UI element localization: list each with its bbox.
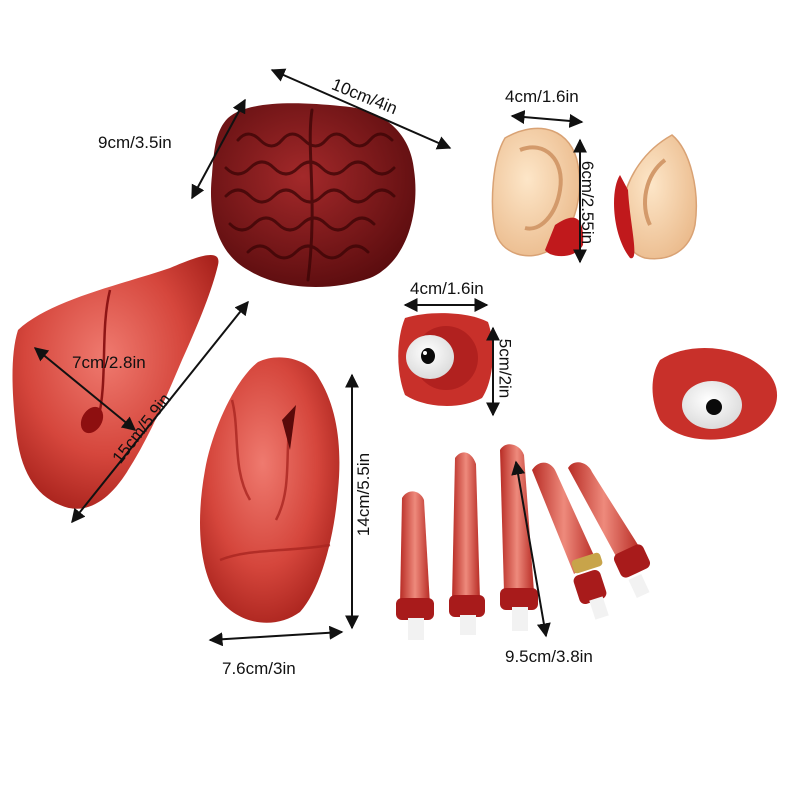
ear-prop-right bbox=[614, 134, 698, 260]
finger-length-arrow bbox=[511, 460, 551, 638]
brain-height-label: 9cm/3.5in bbox=[98, 133, 172, 152]
heart-width-label: 7.6cm/3in bbox=[222, 659, 296, 678]
ear-prop-left bbox=[491, 127, 584, 257]
brain-width-arrow bbox=[270, 68, 452, 150]
ear-height-label: 6cm/2.55in bbox=[578, 160, 598, 245]
dimension-arrows bbox=[33, 68, 587, 647]
heart-prop bbox=[200, 357, 340, 623]
ear-width-arrow bbox=[510, 110, 584, 128]
finger-prop bbox=[568, 462, 651, 599]
finger-length-label: 9.5cm/3.8in bbox=[505, 647, 593, 666]
heart-height-label: 14cm/5.5in bbox=[354, 452, 374, 537]
finger-prop bbox=[449, 452, 485, 635]
heart-width-arrow bbox=[208, 625, 344, 647]
liver-prop bbox=[12, 254, 219, 509]
eye-width-label: 4cm/1.6in bbox=[410, 279, 484, 298]
brain-prop bbox=[210, 103, 416, 288]
liver-width-label: 7cm/2.8in bbox=[72, 353, 146, 372]
finger-props bbox=[396, 444, 651, 640]
liver-length-arrow bbox=[71, 300, 249, 524]
eye-height-label: 5cm/2in bbox=[495, 338, 515, 399]
eyeball-prop-front bbox=[398, 313, 493, 406]
ear-width-label: 4cm/1.6in bbox=[505, 87, 579, 106]
finger-prop bbox=[500, 444, 538, 631]
eyeball-prop-side bbox=[652, 348, 778, 440]
brain-height-arrow bbox=[191, 98, 246, 200]
finger-prop bbox=[396, 491, 434, 640]
